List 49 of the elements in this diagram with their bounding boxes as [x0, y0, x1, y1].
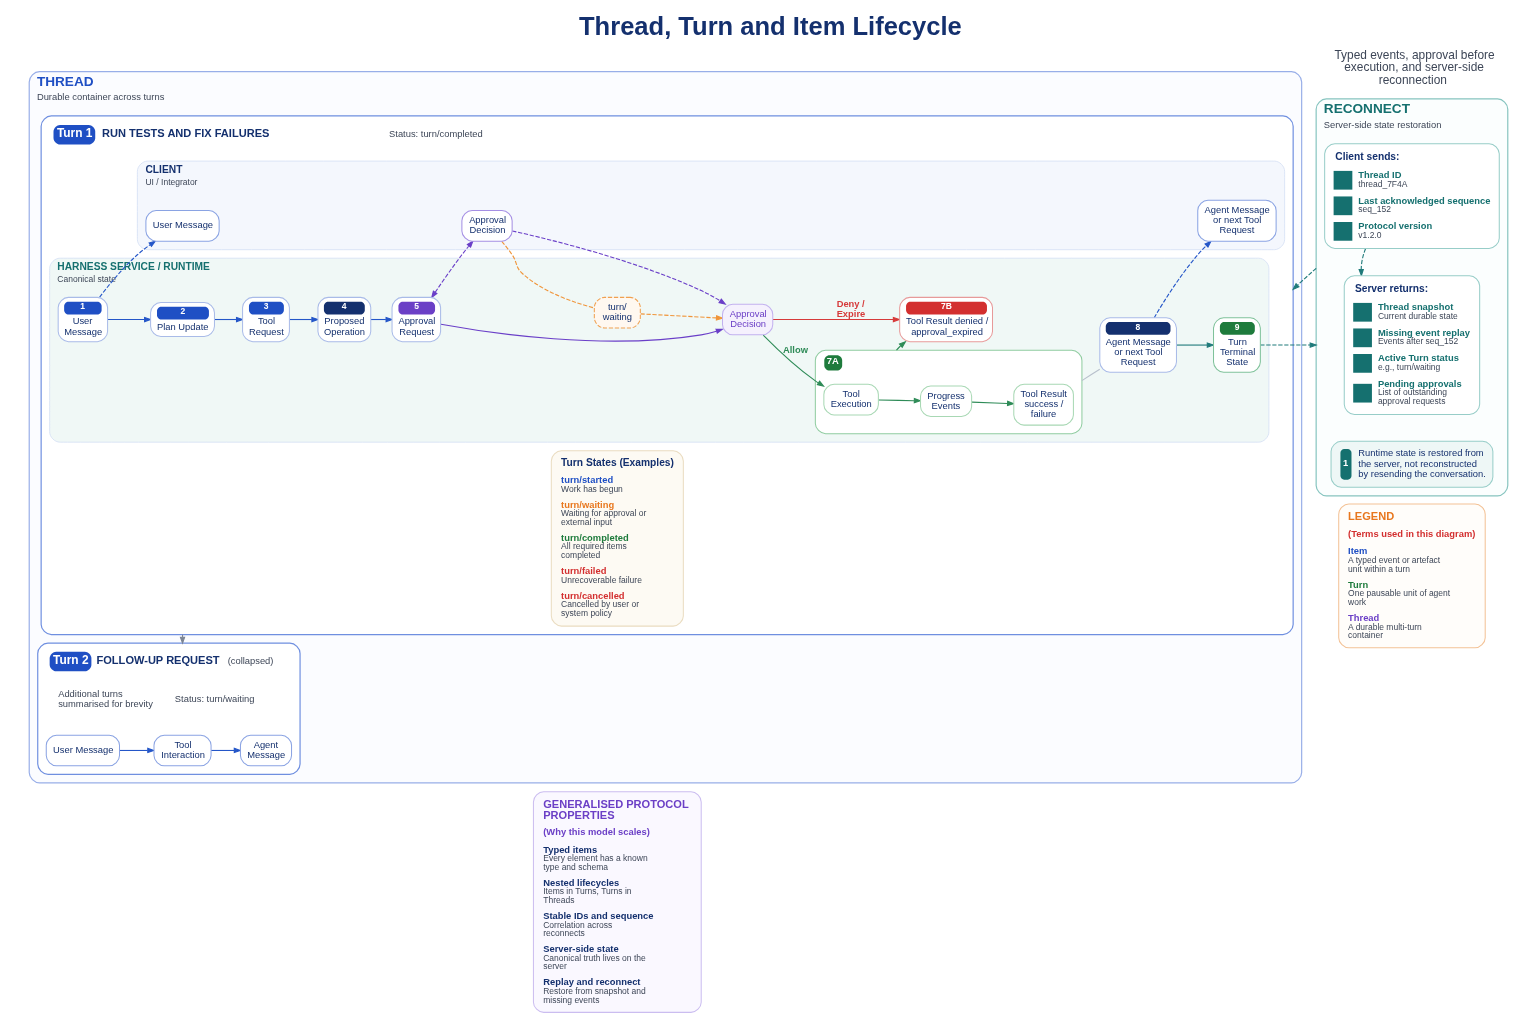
arrow: [1175, 342, 1215, 348]
node-box: Approval Decision: [460, 210, 513, 242]
node-box: Approval Decision: [721, 303, 773, 336]
arrow: [439, 323, 724, 342]
node-box: Tool Interaction: [153, 734, 212, 767]
node-box: GENERALISED PROTOCOL PROPERTIES (Why this model scales) Typed items Every element has a known type and schema Nested lifecycles Items in Turns, Turns in Threads Stable IDs and sequence Correlation across reconnects Server-side state Canonical truth lives on the server Replay and reconnect Restore from snapshot and missing events: [532, 791, 702, 1013]
arrow: [511, 230, 727, 305]
node-box: 2 Plan Update: [149, 301, 215, 338]
node-box: Turn States (Examples) turn/started Work has begun turn/waiting Waiting for approval or external input turn/completed All required items completed turn/failed Unrecoverable failure turn/cancelled Cancelled by user or system policy: [550, 450, 684, 627]
node-box: 1 Runtime state is restored from the server, not reconstructed by resending the conversation.: [1330, 440, 1493, 488]
arrow: [639, 313, 724, 321]
node-box: Client sends: Thread ID thread_7F4A Last acknowledged sequence seq_152 Protocol version v1.2.0: [1323, 143, 1500, 249]
arrow: [1259, 342, 1318, 348]
arrow: [771, 316, 901, 323]
node-box: turn/ waiting: [593, 296, 641, 329]
arrow: [762, 334, 825, 388]
node-box: Server returns: Thread snapshot Current durable state Missing event replay Events after seq_152 Active Turn status e.g., turn/waiting Pending approvals List of outstanding approval requests: [1343, 275, 1480, 415]
node-box: 8 Agent Message or next Tool Request: [1098, 317, 1177, 373]
arrow: [118, 747, 155, 754]
diagram-title: Thread, Turn and Item Lifecycle: [578, 11, 962, 40]
node-box: Progress Events: [919, 385, 972, 418]
arrow: [430, 239, 474, 299]
connector: [500, 240, 595, 309]
label: Typed events, approval before execution, and server-side reconnection: [1333, 47, 1495, 88]
node-box: 5 Approval Request: [391, 296, 441, 343]
node-box: Agent Message or next Tool Request: [1196, 199, 1277, 242]
arrow: [210, 747, 242, 754]
node-box: Agent Message: [239, 734, 292, 767]
arrow: [1291, 267, 1317, 291]
arrow: [288, 316, 320, 323]
node-box: Tool Result success / failure: [1012, 383, 1074, 426]
node-box: User Message: [45, 734, 120, 767]
arrow: [106, 316, 152, 323]
edge-label: Deny / Expire: [836, 299, 865, 319]
node-box: 9 Turn Terminal State: [1212, 317, 1261, 373]
node-box: 3 Tool Request: [241, 296, 290, 343]
node-box: 1 User Message: [57, 296, 108, 343]
node-box: 7B Tool Result denied / approval_expired: [898, 296, 993, 343]
arrow: [98, 240, 157, 298]
edge-label: Allow: [782, 344, 808, 355]
node-box: LEGEND (Terms used in this diagram) Item A typed event or artefact unit within a turn Turn One pausable unit of agent work Thread A durable multi-turn container: [1337, 503, 1486, 649]
arrow: [895, 340, 907, 351]
arrow: [970, 400, 1015, 407]
arrow: [877, 397, 922, 404]
node-box: 4 Proposed Operation: [316, 296, 371, 343]
node-box: Tool Execution: [822, 383, 879, 416]
connector: [1080, 368, 1100, 382]
node-box: User Message: [144, 210, 220, 242]
arrow: [213, 316, 244, 323]
